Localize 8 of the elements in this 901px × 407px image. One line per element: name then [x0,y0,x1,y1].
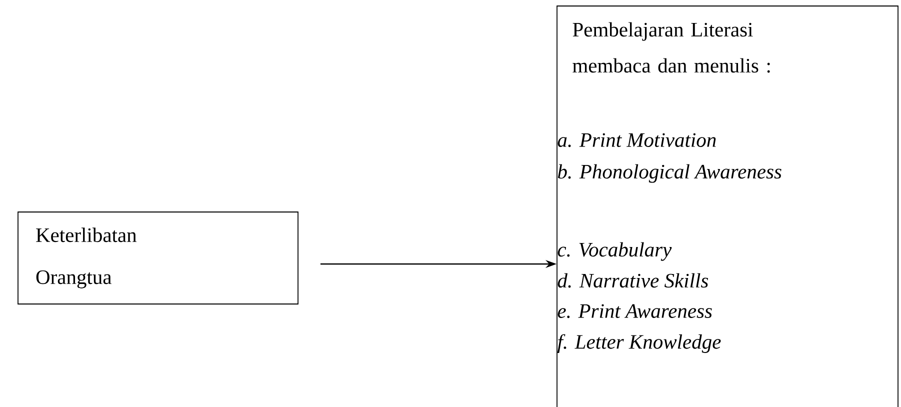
list-item: b. Phonological Awareness [558,164,782,183]
list-item: f. Letter Knowledge [557,334,721,353]
box-heading: Pembelajaran Literasi membaca dan menulis : [572,22,770,73]
list-item: a. Print Motivation [558,133,716,148]
list-item: e. Print Awareness [558,304,712,318]
process-box: Keterlibatan Orangtua [18,212,298,304]
list-item: d. Narrative Skills [558,273,708,288]
list-item: c. Vocabulary [558,242,672,261]
